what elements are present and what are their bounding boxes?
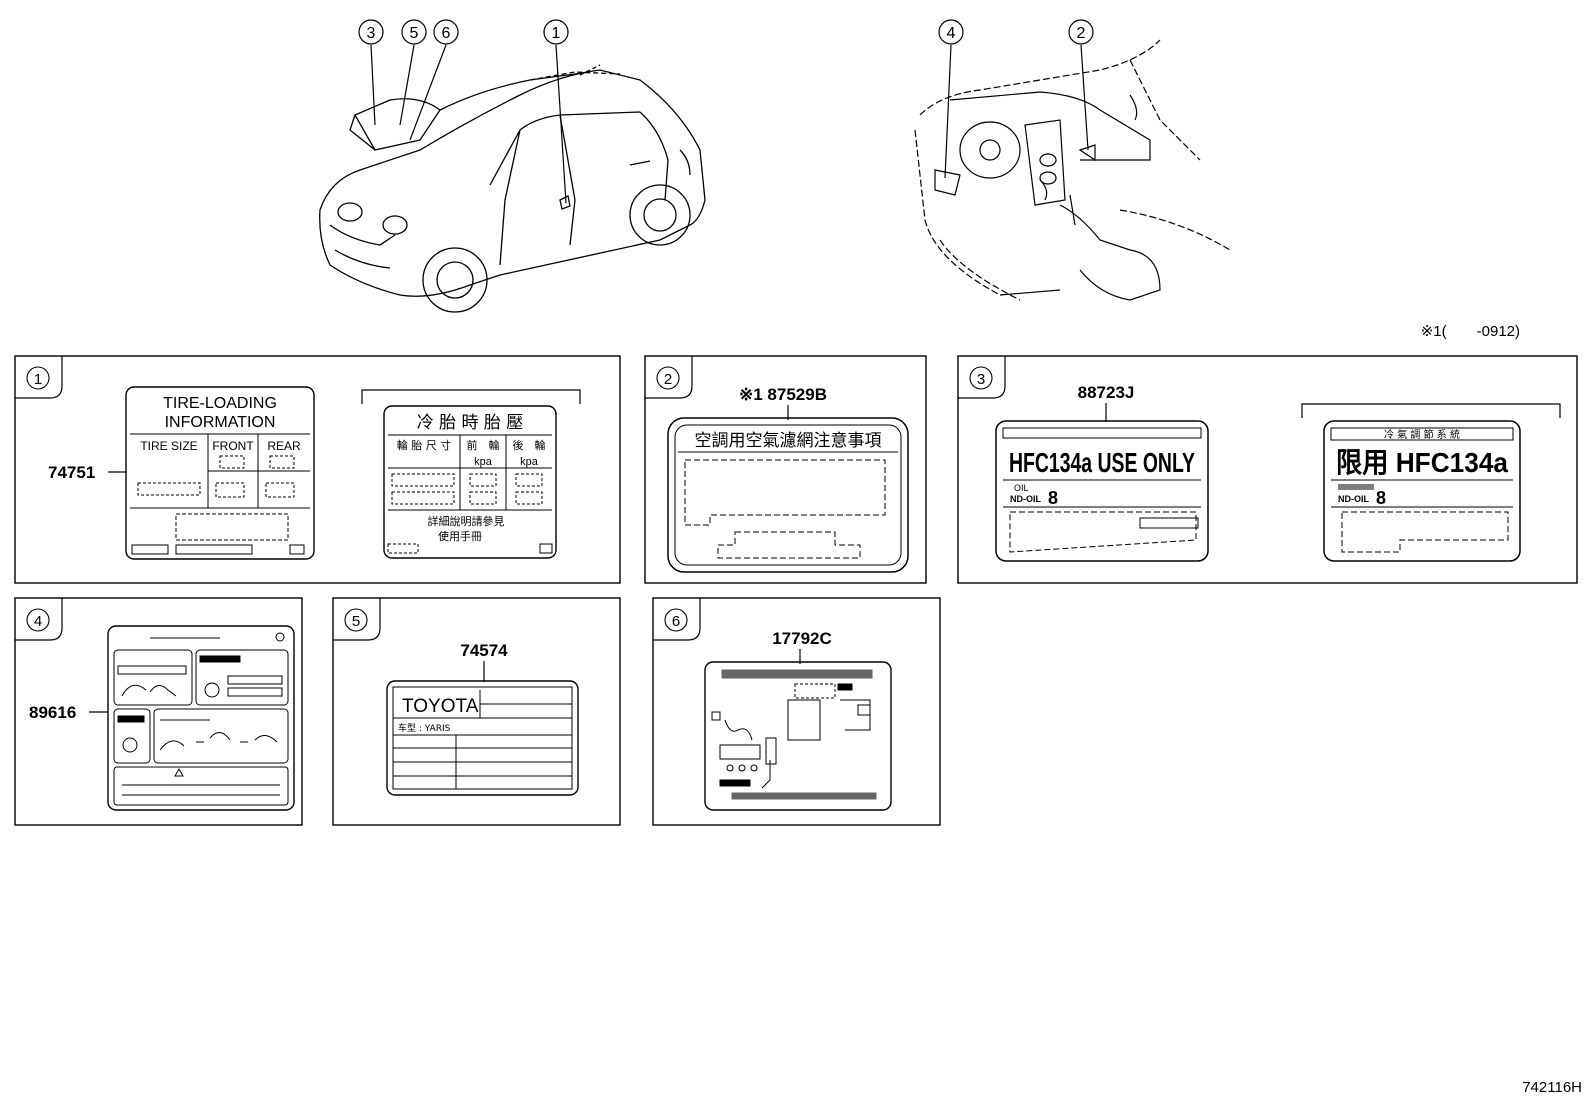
svg-text:前 輪: 前 輪	[467, 438, 500, 452]
panel-2: 2 ※1 87529B 空調用空氣濾網注意事項	[644, 355, 927, 584]
callout-2-interior: 2	[1068, 19, 1094, 45]
callout-5-exterior: 5	[401, 19, 427, 45]
svg-text:2: 2	[1077, 25, 1086, 42]
jack-instruction-label	[107, 625, 295, 811]
exterior-leader-lines	[370, 44, 567, 204]
svg-text:kpa: kpa	[474, 456, 493, 468]
callout-6-exterior: 6	[433, 19, 459, 45]
part-number-88723J: 88723J	[1078, 383, 1135, 402]
panel-1: 1 74751 TIRE-LOADING INFORMATION TIRE SI…	[14, 355, 621, 584]
part-number-17792C: 17792C	[772, 629, 832, 648]
svg-text:8: 8	[1376, 488, 1386, 508]
car-exterior-illustration	[319, 64, 706, 313]
ac-filter-caution-label: 空調用空氣濾網注意事項	[667, 417, 909, 573]
svg-text:TIRE SIZE: TIRE SIZE	[140, 439, 197, 453]
panel-3-number: 3	[977, 371, 985, 388]
callout-3-exterior: 3	[358, 19, 384, 45]
tire-pressure-label-cn: 冷 胎 時 胎 壓 輪 胎 尺 寸 前 輪 後 輪 kpa kpa 詳細說明請參…	[383, 405, 557, 559]
interior-leader-lines	[944, 44, 1089, 179]
panel-5: 5 74574 TOYOTA 车型 : YARIS	[332, 597, 621, 826]
svg-text:後 輪: 後 輪	[513, 438, 546, 452]
svg-text:TIRE-LOADING: TIRE-LOADING	[163, 395, 277, 412]
svg-text:车型 : YARIS: 车型 : YARIS	[398, 722, 451, 734]
svg-text:5: 5	[410, 25, 419, 42]
svg-text:限用 HFC134a: 限用 HFC134a	[1336, 447, 1508, 478]
callout-1-exterior: 1	[543, 19, 569, 45]
svg-text:HFC134a USE ONLY: HFC134a USE ONLY	[1009, 447, 1195, 478]
part-number-74751: 74751	[48, 463, 95, 482]
panel-2-number: 2	[664, 371, 672, 388]
svg-text:冷 氣 調 節 系 統: 冷 氣 調 節 系 統	[1384, 428, 1460, 441]
panel-4-number: 4	[34, 613, 42, 630]
drawing-code: 742116H	[1522, 1079, 1582, 1096]
svg-text:詳細說明請參見: 詳細說明請參見	[428, 514, 505, 528]
svg-text:1: 1	[552, 25, 561, 42]
part-number-74574: 74574	[460, 641, 508, 660]
panel-5-number: 5	[352, 613, 360, 630]
refrigerant-label-cn: 冷 氣 調 節 系 統 限用 HFC134a ND-OIL 8	[1323, 420, 1521, 562]
svg-text:ND-OIL: ND-OIL	[1338, 494, 1369, 504]
svg-text:冷 胎 時 胎 壓: 冷 胎 時 胎 壓	[417, 413, 524, 433]
svg-text:4: 4	[947, 25, 956, 42]
vacuum-hose-label	[704, 661, 892, 811]
vehicle-id-label: TOYOTA 车型 : YARIS	[386, 680, 579, 796]
svg-text:使用手冊: 使用手冊	[438, 529, 482, 543]
tire-loading-label-en: TIRE-LOADING INFORMATION TIRE SIZE FRONT…	[125, 386, 315, 560]
panel-6-number: 6	[672, 613, 680, 630]
part-number-87529B: ※1 87529B	[739, 385, 827, 404]
refrigerant-label-en: HFC134a USE ONLY OIL ND-OIL 8	[995, 420, 1209, 562]
car-interior-illustration	[914, 39, 1231, 301]
svg-text:OIL: OIL	[1014, 483, 1029, 493]
svg-text:REAR: REAR	[267, 439, 301, 453]
part-number-89616: 89616	[29, 703, 76, 722]
callout-4-interior: 4	[938, 19, 964, 45]
svg-text:FRONT: FRONT	[212, 439, 254, 453]
svg-text:kpa: kpa	[520, 456, 539, 468]
svg-text:3: 3	[367, 25, 376, 42]
svg-text:輪 胎 尺 寸: 輪 胎 尺 寸	[397, 438, 452, 452]
svg-text:空調用空氣濾網注意事項: 空調用空氣濾網注意事項	[695, 431, 882, 451]
applicability-note: ※1( -0912)	[1421, 323, 1520, 340]
svg-text:6: 6	[442, 25, 451, 42]
svg-text:TOYOTA: TOYOTA	[402, 696, 479, 717]
svg-text:ND-OIL: ND-OIL	[1010, 494, 1041, 504]
panel-4: 4 89616	[14, 597, 303, 826]
panel-3: 3 88723J HFC134a USE ONLY OIL ND-OIL 8 冷…	[957, 355, 1578, 584]
svg-text:INFORMATION: INFORMATION	[165, 414, 276, 431]
panel-6: 6 17792C	[652, 597, 941, 826]
panel-1-number: 1	[34, 371, 42, 388]
svg-text:8: 8	[1048, 488, 1058, 508]
